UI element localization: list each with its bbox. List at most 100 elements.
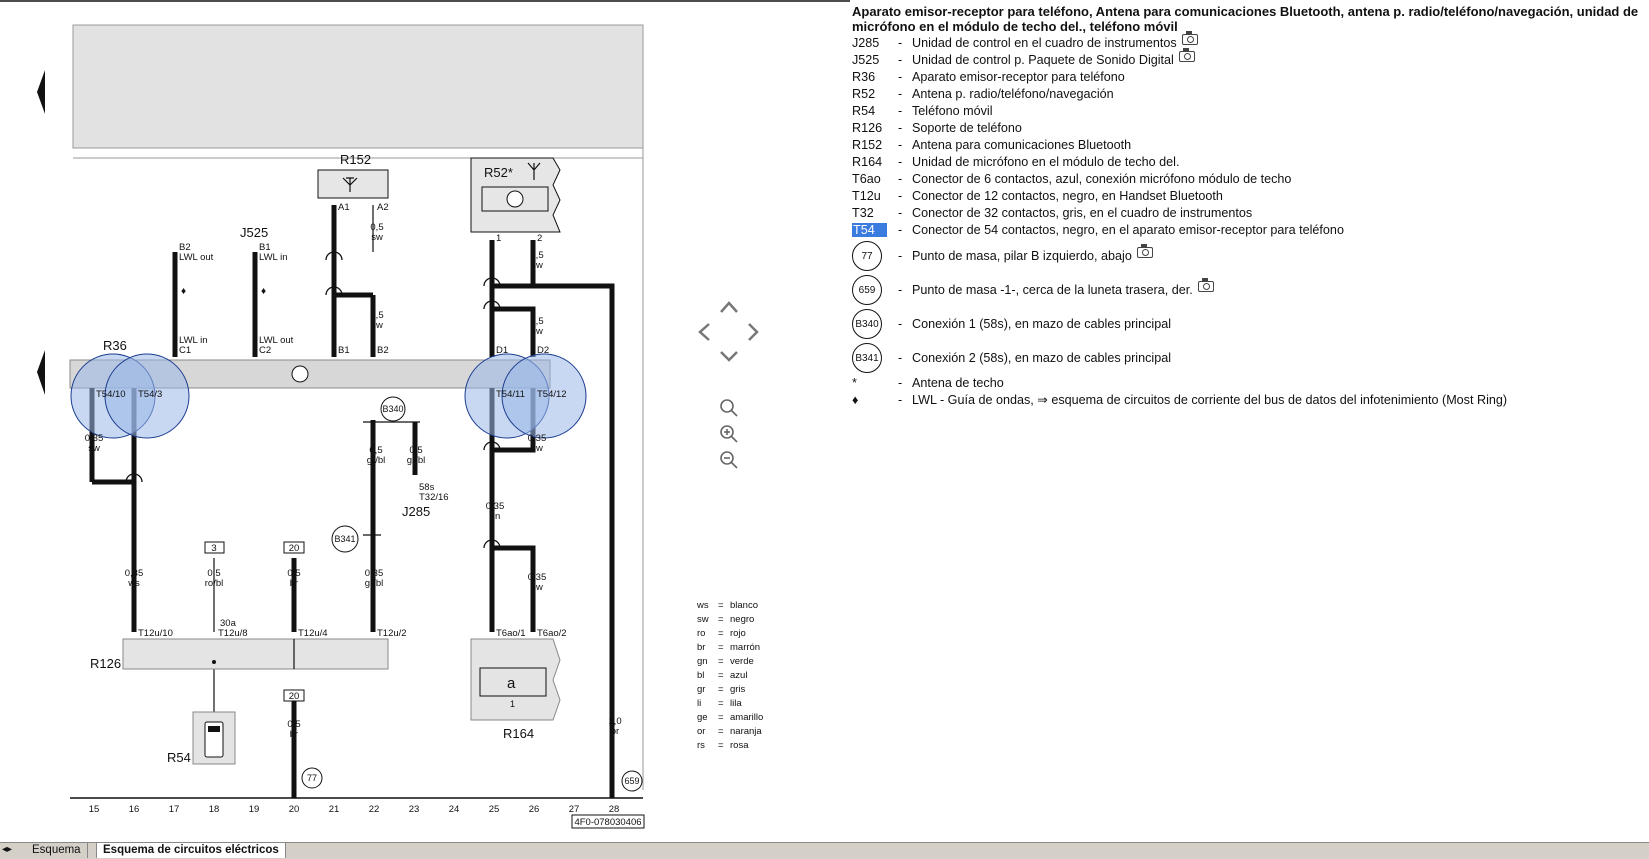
svg-text:0,5: 0,5 [530, 316, 543, 327]
svg-text:0,5: 0,5 [370, 222, 383, 233]
legend-text: Punto de masa, pilar B izquierdo, abajo [912, 243, 1153, 265]
svg-text:T54/11: T54/11 [496, 389, 525, 400]
camera-icon[interactable] [1181, 31, 1198, 45]
svg-text:B1: B1 [338, 345, 350, 356]
legend-code: T6ao [852, 172, 881, 186]
legend-code: R152 [852, 138, 883, 152]
svg-text:30a: 30a [220, 618, 237, 629]
legend-item[interactable]: R54-Teléfono móvil [852, 104, 993, 118]
svg-text:58s: 58s [419, 482, 435, 493]
svg-text:T12u/8: T12u/8 [218, 628, 248, 639]
tab-esquema[interactable]: Esquema [26, 843, 88, 858]
legend-text: Conector de 12 contactos, negro, en Hand… [912, 189, 1223, 203]
antenna-icon [342, 177, 358, 192]
legend-item[interactable]: T54-Conector de 54 contactos, negro, en … [852, 223, 1344, 237]
svg-text:1,0: 1,0 [608, 716, 621, 727]
legend-item[interactable]: T6ao-Conector de 6 contactos, azul, cone… [852, 172, 1292, 186]
legend-code: 77 [852, 241, 898, 271]
zoom-in-icon[interactable] [720, 425, 738, 443]
legend-item[interactable]: B340-Conexión 1 (58s), en mazo de cables… [852, 307, 1642, 341]
svg-text:T12u/10: T12u/10 [138, 628, 173, 639]
legend-code: R54 [852, 104, 876, 118]
pan-controls[interactable] [698, 301, 759, 362]
pan-up-icon[interactable] [720, 301, 738, 313]
previous-page-arrow[interactable] [37, 70, 45, 114]
tab-scroll-left-icon[interactable]: ◂▸ [2, 844, 13, 855]
legend-item[interactable]: 77-Punto de masa, pilar B izquierdo, aba… [852, 239, 1642, 273]
color-legend-entry: ws [696, 600, 709, 611]
color-legend-entry: = [718, 698, 724, 709]
svg-text:B2: B2 [179, 242, 191, 253]
legend-text: Conector de 32 contactos, gris, en el cu… [912, 206, 1253, 220]
legend-code: J285 [852, 36, 880, 50]
svg-text:LWL in: LWL in [179, 335, 208, 346]
column-number: 25 [489, 804, 500, 815]
legend-item[interactable]: R164-Unidad de micrófono en el módulo de… [852, 155, 1180, 169]
pan-left-icon[interactable] [698, 323, 710, 341]
legend-item[interactable]: *-Antena de techo [852, 376, 1004, 390]
legend-text: Antena de techo [912, 376, 1004, 390]
camera-icon[interactable] [1136, 243, 1153, 258]
legend-text: Teléfono móvil [912, 104, 993, 118]
svg-text:0,35: 0,35 [365, 568, 384, 579]
zoom-out-icon[interactable] [720, 451, 738, 469]
camera-icon[interactable] [1178, 48, 1195, 62]
svg-text:B2: B2 [377, 345, 389, 356]
color-legend-entry: gr [697, 684, 705, 695]
legend-item[interactable]: R152-Antena para comunicaciones Bluetoot… [852, 138, 1132, 152]
color-legend-entry: = [718, 712, 724, 723]
r52-symbol [506, 190, 524, 208]
color-legend-entry: rosa [730, 740, 749, 751]
svg-text:B1: B1 [259, 242, 271, 253]
zoom-fit-icon[interactable] [720, 399, 738, 417]
antenna-icon [527, 162, 541, 180]
camera-icon[interactable] [1197, 277, 1214, 292]
legend-item[interactable]: B341-Conexión 2 (58s), en mazo de cables… [852, 341, 1642, 375]
color-legend-entry: sw [697, 614, 709, 625]
color-legend-entry: = [718, 642, 724, 653]
pan-right-icon[interactable] [748, 323, 759, 341]
svg-text:sw: sw [531, 260, 543, 271]
legend-text: Unidad de micrófono en el módulo de tech… [912, 155, 1180, 169]
lens-t54-12[interactable] [501, 353, 587, 439]
color-legend-entry: li [697, 698, 701, 709]
lens-t54-3[interactable] [104, 353, 190, 439]
color-legend-entry: bl [697, 670, 704, 681]
svg-text:a: a [507, 675, 516, 692]
svg-text:0,35: 0,35 [85, 433, 104, 444]
svg-text:gn: gn [490, 511, 501, 522]
svg-text:T6ao/1: T6ao/1 [496, 628, 526, 639]
r36-label: R36 [103, 338, 127, 353]
svg-text:ws: ws [127, 578, 140, 589]
legend-text: Unidad de control p. Paquete de Sonido D… [912, 48, 1195, 69]
legend-item[interactable]: J525-Unidad de control p. Paquete de Son… [852, 48, 1642, 69]
svg-text:1: 1 [496, 233, 501, 244]
svg-text:sw: sw [371, 232, 383, 243]
pan-down-icon[interactable] [720, 351, 738, 362]
color-legend-entry: rs [697, 740, 705, 751]
legend-item[interactable]: R126-Soporte de teléfono [852, 121, 1022, 135]
color-legend-entry: = [718, 600, 724, 611]
svg-text:D1: D1 [496, 345, 508, 356]
previous-section-arrow[interactable] [37, 350, 45, 395]
color-legend-entry: = [718, 726, 724, 737]
tab-esquema-circuitos[interactable]: Esquema de circuitos eléctricos [96, 843, 286, 858]
svg-text:sw: sw [371, 320, 383, 331]
legend-item[interactable]: J285-Unidad de control en el cuadro de i… [852, 31, 1642, 52]
legend-text: Antena p. radio/teléfono/navegación [912, 87, 1114, 101]
legend-item[interactable]: R52-Antena p. radio/teléfono/navegación [852, 87, 1114, 101]
color-legend-entry: = [718, 684, 724, 695]
legend-item[interactable]: 659-Punto de masa -1-, cerca de la lunet… [852, 273, 1642, 307]
color-legend-entry: azul [730, 670, 747, 681]
svg-text:0,5: 0,5 [369, 445, 382, 456]
legend-item[interactable]: R36-Aparato emisor-receptor para teléfon… [852, 70, 1125, 84]
r126-label: R126 [90, 656, 121, 671]
svg-text:0,5: 0,5 [207, 568, 220, 579]
svg-text:LWL out: LWL out [259, 335, 294, 346]
legend-item[interactable]: ♦-LWL - Guía de ondas, ⇒ esquema de circ… [852, 393, 1508, 407]
legend-item[interactable]: T32-Conector de 32 contactos, gris, en e… [852, 206, 1253, 220]
svg-text:br: br [290, 729, 298, 740]
color-legend-entry: negro [730, 614, 754, 625]
legend-item[interactable]: T12u-Conector de 12 contactos, negro, en… [852, 189, 1223, 203]
svg-text:0,5: 0,5 [287, 568, 300, 579]
